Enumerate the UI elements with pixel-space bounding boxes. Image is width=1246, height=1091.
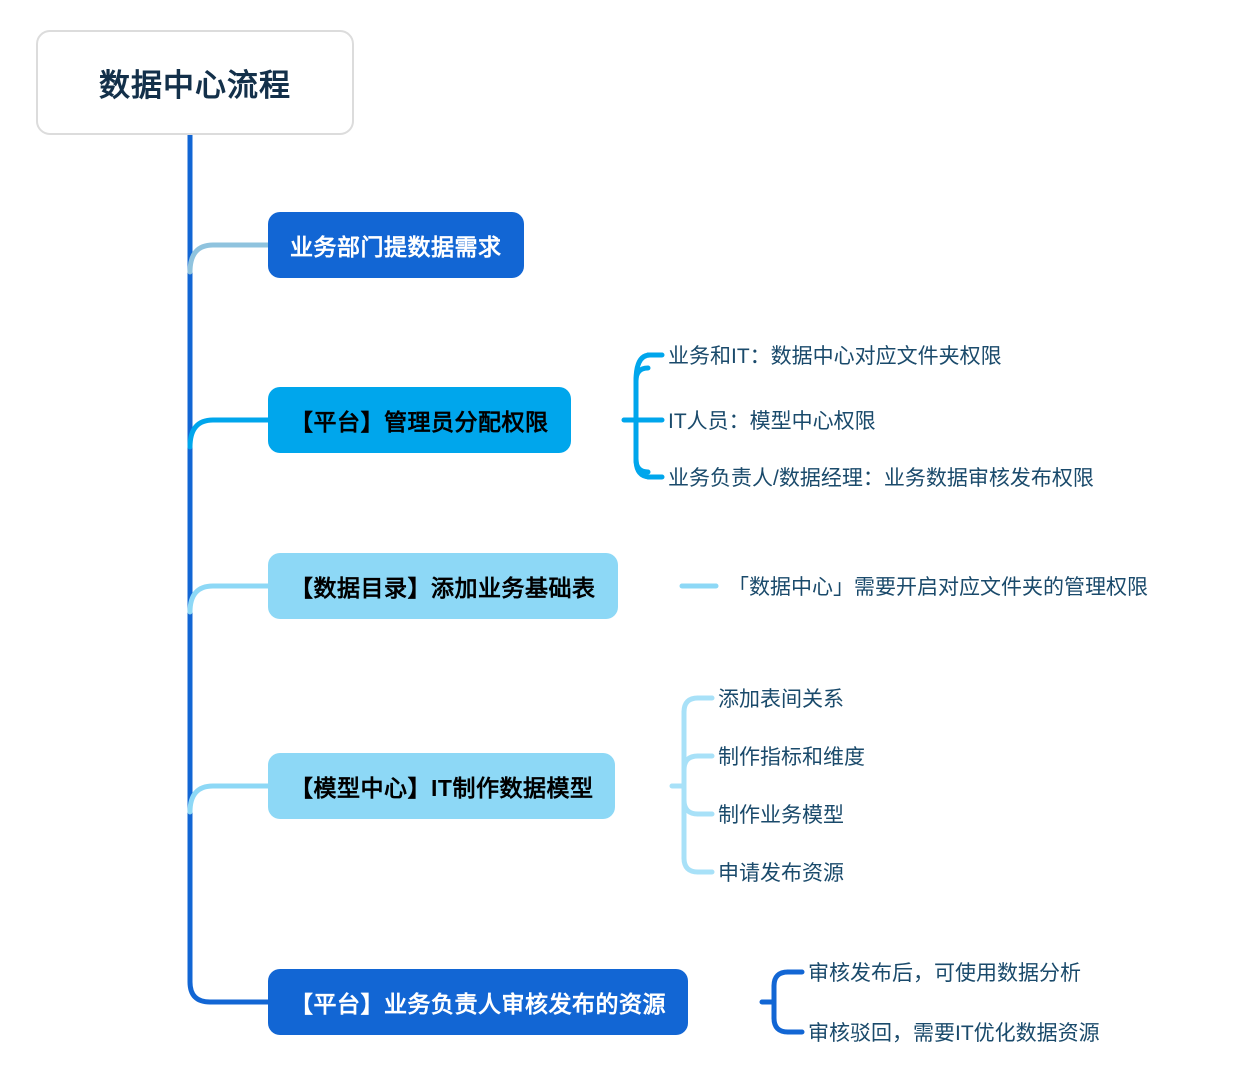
branch-node-5[interactable]: 【平台】业务负责人审核发布的资源 bbox=[268, 969, 688, 1035]
leaf-2-2[interactable]: IT人员：模型中心权限 bbox=[668, 410, 876, 433]
leaf-curve-2-3 bbox=[633, 456, 653, 480]
leaf-curve-4-4 bbox=[681, 855, 701, 875]
leaf-4-4[interactable]: 申请发布资源 bbox=[718, 862, 844, 885]
branch-node-4[interactable]: 【模型中心】IT制作数据模型 bbox=[268, 753, 616, 819]
leaf-curve-4-1 bbox=[681, 695, 701, 715]
branch-node-1-label: 业务部门提数据需求 bbox=[290, 234, 502, 260]
leaf-4-1[interactable]: 添加表间关系 bbox=[718, 688, 844, 711]
branch-node-4-label: 【模型中心】IT制作数据模型 bbox=[290, 775, 594, 801]
branch-node-3[interactable]: 【数据目录】添加业务基础表 bbox=[268, 553, 618, 619]
branch-connector-1 bbox=[187, 242, 273, 275]
branch-node-1[interactable]: 业务部门提数据需求 bbox=[268, 212, 524, 278]
leaf-2-3[interactable]: 业务负责人/数据经理：业务数据审核发布权限 bbox=[668, 467, 1094, 490]
root-node-label: 数据中心流程 bbox=[99, 68, 291, 103]
branch-node-2-label: 【平台】管理员分配权限 bbox=[290, 409, 549, 435]
branch-connector-3 bbox=[187, 583, 273, 615]
leaf-3-1[interactable]: 「数据中心」需要开启对应文件夹的管理权限 bbox=[728, 576, 1148, 599]
leaf-curve-5-1 bbox=[771, 969, 791, 989]
leaf-2-1[interactable]: 业务和IT：数据中心对应文件夹权限 bbox=[668, 345, 1002, 368]
leaf-5-2[interactable]: 审核驳回，需要IT优化数据资源 bbox=[808, 1022, 1100, 1045]
trunk-line bbox=[187, 131, 271, 1005]
leaf-4-2[interactable]: 制作指标和维度 bbox=[718, 746, 865, 769]
leaf-bracket-2-spine bbox=[633, 365, 651, 475]
leaf-curve-4-3 bbox=[681, 797, 701, 817]
branch-node-2[interactable]: 【平台】管理员分配权限 bbox=[268, 387, 571, 453]
leaf-curve-2-1 bbox=[633, 352, 653, 384]
leaf-curve-4-2 bbox=[681, 753, 701, 773]
leaf-4-3[interactable]: 制作业务模型 bbox=[718, 804, 844, 827]
leaf-5-1[interactable]: 审核发布后，可使用数据分析 bbox=[808, 962, 1081, 985]
branch-node-3-label: 【数据目录】添加业务基础表 bbox=[290, 575, 596, 601]
branch-connector-2 bbox=[187, 417, 273, 450]
root-node[interactable]: 数据中心流程 bbox=[36, 30, 354, 135]
branch-connector-4 bbox=[187, 783, 273, 815]
leaf-curve-5-2 bbox=[771, 1015, 791, 1035]
branch-node-5-label: 【平台】业务负责人审核发布的资源 bbox=[290, 991, 666, 1017]
